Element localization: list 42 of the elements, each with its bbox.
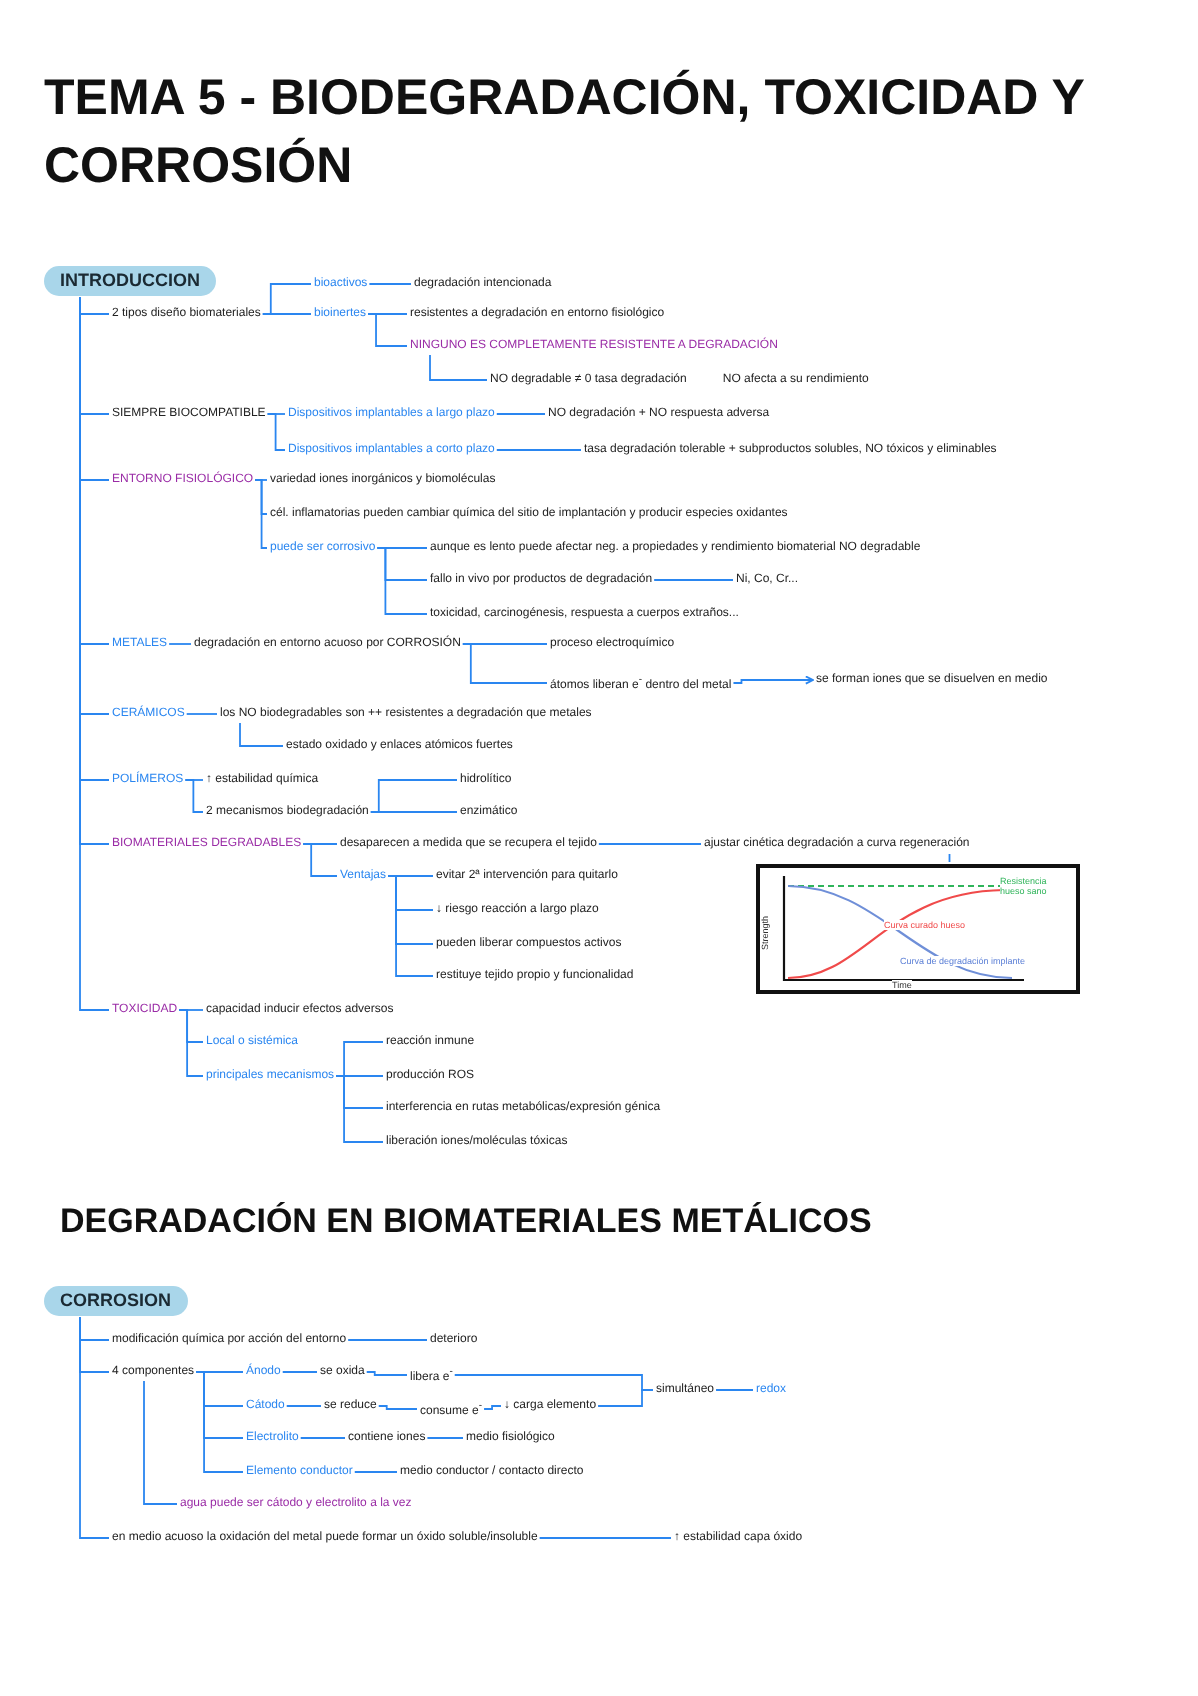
connector-line bbox=[461, 643, 548, 684]
connector-line bbox=[185, 713, 218, 715]
connector-line bbox=[483, 1405, 502, 1410]
connector-line bbox=[168, 643, 192, 645]
connector-line bbox=[347, 1339, 428, 1341]
connector-line bbox=[195, 1371, 244, 1473]
connector-line bbox=[387, 875, 434, 977]
connector-line bbox=[597, 1389, 654, 1407]
connector-line bbox=[239, 722, 284, 747]
connector-line bbox=[715, 1389, 754, 1391]
connector-line bbox=[376, 547, 428, 615]
connector-line bbox=[429, 354, 488, 381]
connector-line bbox=[143, 1380, 178, 1505]
connector-line bbox=[377, 1405, 418, 1410]
connector-line bbox=[299, 1437, 346, 1439]
connector-line bbox=[426, 1437, 464, 1439]
connector-line bbox=[261, 313, 312, 315]
connector-line bbox=[948, 853, 951, 863]
connector-line bbox=[597, 843, 702, 845]
title: TEMA 5 - BIODEGRADACIÓN, TOXICIDAD Y CORROSIÓN bbox=[44, 67, 1084, 198]
connector-line bbox=[495, 413, 546, 415]
connector-line bbox=[285, 1405, 322, 1407]
connector-line bbox=[281, 1371, 318, 1373]
connector-line bbox=[367, 313, 408, 347]
connector-line bbox=[369, 811, 458, 813]
connector-line bbox=[184, 779, 204, 813]
graph-frame bbox=[756, 864, 1080, 994]
connector-line bbox=[302, 843, 338, 877]
connector-line bbox=[365, 1371, 408, 1376]
section-heading: DEGRADACIÓN EN BIOMATERIALES METÁLICOS bbox=[60, 1200, 872, 1244]
connector-line bbox=[178, 1009, 204, 1077]
connector-line bbox=[368, 283, 412, 285]
connector-line bbox=[266, 413, 286, 451]
topic-pill: CORROSION bbox=[44, 1286, 188, 1316]
arrow bbox=[732, 675, 814, 685]
topic-pill: INTRODUCCION bbox=[44, 266, 216, 296]
connector-line bbox=[254, 479, 268, 549]
connector-line bbox=[353, 1471, 398, 1473]
connector-line bbox=[495, 449, 582, 451]
connector-line bbox=[538, 1537, 672, 1539]
connector-line bbox=[79, 1316, 110, 1539]
connector-line bbox=[653, 579, 734, 581]
